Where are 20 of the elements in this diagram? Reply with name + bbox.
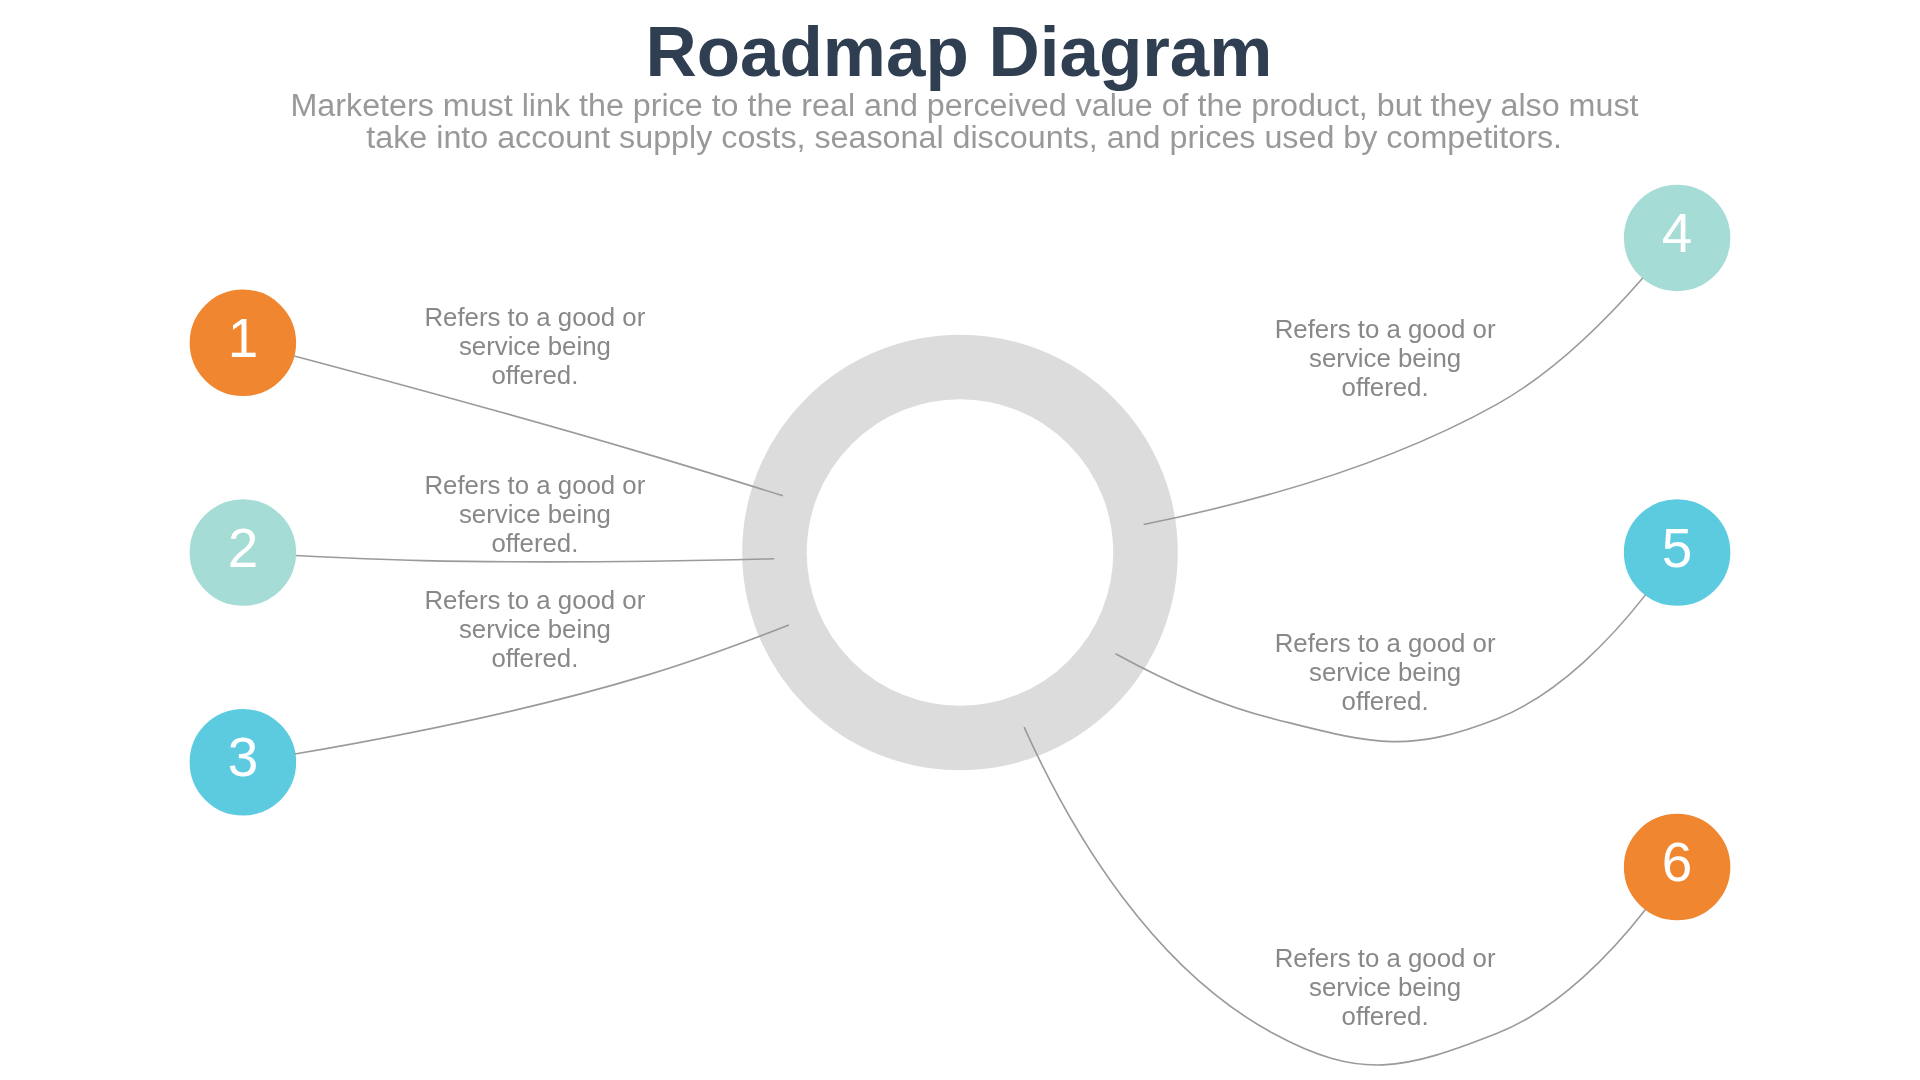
node-circle: 4 [1623, 184, 1731, 292]
edge-label: Refers to a good or service being offered. [1274, 629, 1496, 716]
edge-label: Refers to a good or service being offered. [424, 471, 646, 558]
diagram-title: Roadmap Diagram [645, 12, 1273, 92]
connector [1114, 593, 1647, 743]
edge-label: Refers to a good or service being offered. [424, 585, 646, 672]
node-circle: 1 [189, 289, 297, 397]
connector [1142, 277, 1644, 526]
node-circle [742, 334, 1178, 771]
node-circle: 3 [189, 709, 297, 816]
node-circle: 2 [189, 499, 297, 606]
edge-label: Refers to a good or service being offered. [1274, 314, 1496, 401]
connector [295, 554, 776, 563]
connector [293, 355, 784, 497]
connector [1023, 726, 1647, 1066]
edge-label: Refers to a good or service being offered. [424, 303, 646, 390]
connector [293, 624, 790, 755]
node-circle: 6 [1623, 813, 1731, 921]
edge-label: Refers to a good or service being offered. [1274, 943, 1496, 1030]
node-circle: 5 [1623, 499, 1731, 606]
